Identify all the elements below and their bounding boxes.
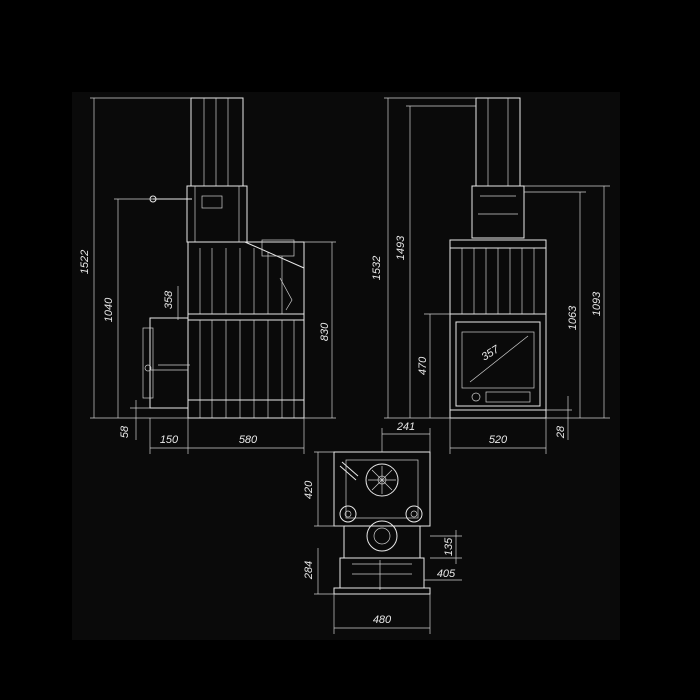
dim-front-total: 1522 [79,250,91,274]
dim-top-pipe: 135 [443,537,455,556]
dim-top-pipe-offset: 405 [437,568,456,580]
dim-front-base: 58 [119,425,131,438]
side-door [455,321,541,407]
top-view [333,451,431,595]
top-handle [339,465,357,481]
side-tank [471,185,525,239]
dim-front-depth-left: 150 [160,434,179,446]
dim-front-firebox: 358 [163,290,175,309]
top-dimensions: 241 420 284 135 405 480 [303,421,462,634]
dim-front-tap: 1040 [103,297,115,322]
drawing-panel [72,92,620,640]
front-dimensions: 1522 1040 830 358 58 150 580 [79,97,336,454]
top-right-socket [405,505,423,523]
side-door-glass [461,331,535,389]
front-view [142,97,305,419]
top-left-socket [339,505,357,523]
dim-side-upper: 1493 [395,235,407,260]
dim-side-top-grid: 1093 [591,291,603,316]
dim-top-upper: 420 [303,480,315,499]
dim-side-width: 520 [489,434,508,446]
dim-top-width: 480 [373,614,392,626]
top-fan-circle [365,463,399,497]
dim-top-offset: 241 [396,421,415,433]
dim-side-base: 28 [555,425,567,439]
top-pipe [366,520,398,552]
dim-front-depth-body: 580 [239,434,258,446]
side-dimensions: 1532 1493 470 1063 1093 28 520 [371,97,610,454]
dim-side-door: 470 [417,356,429,375]
dim-side-mid: 1063 [567,305,579,330]
dim-side-total: 1532 [371,256,383,280]
side-body [449,313,547,419]
dim-top-lower: 284 [303,561,315,580]
dim-front-lower: 830 [319,322,331,341]
